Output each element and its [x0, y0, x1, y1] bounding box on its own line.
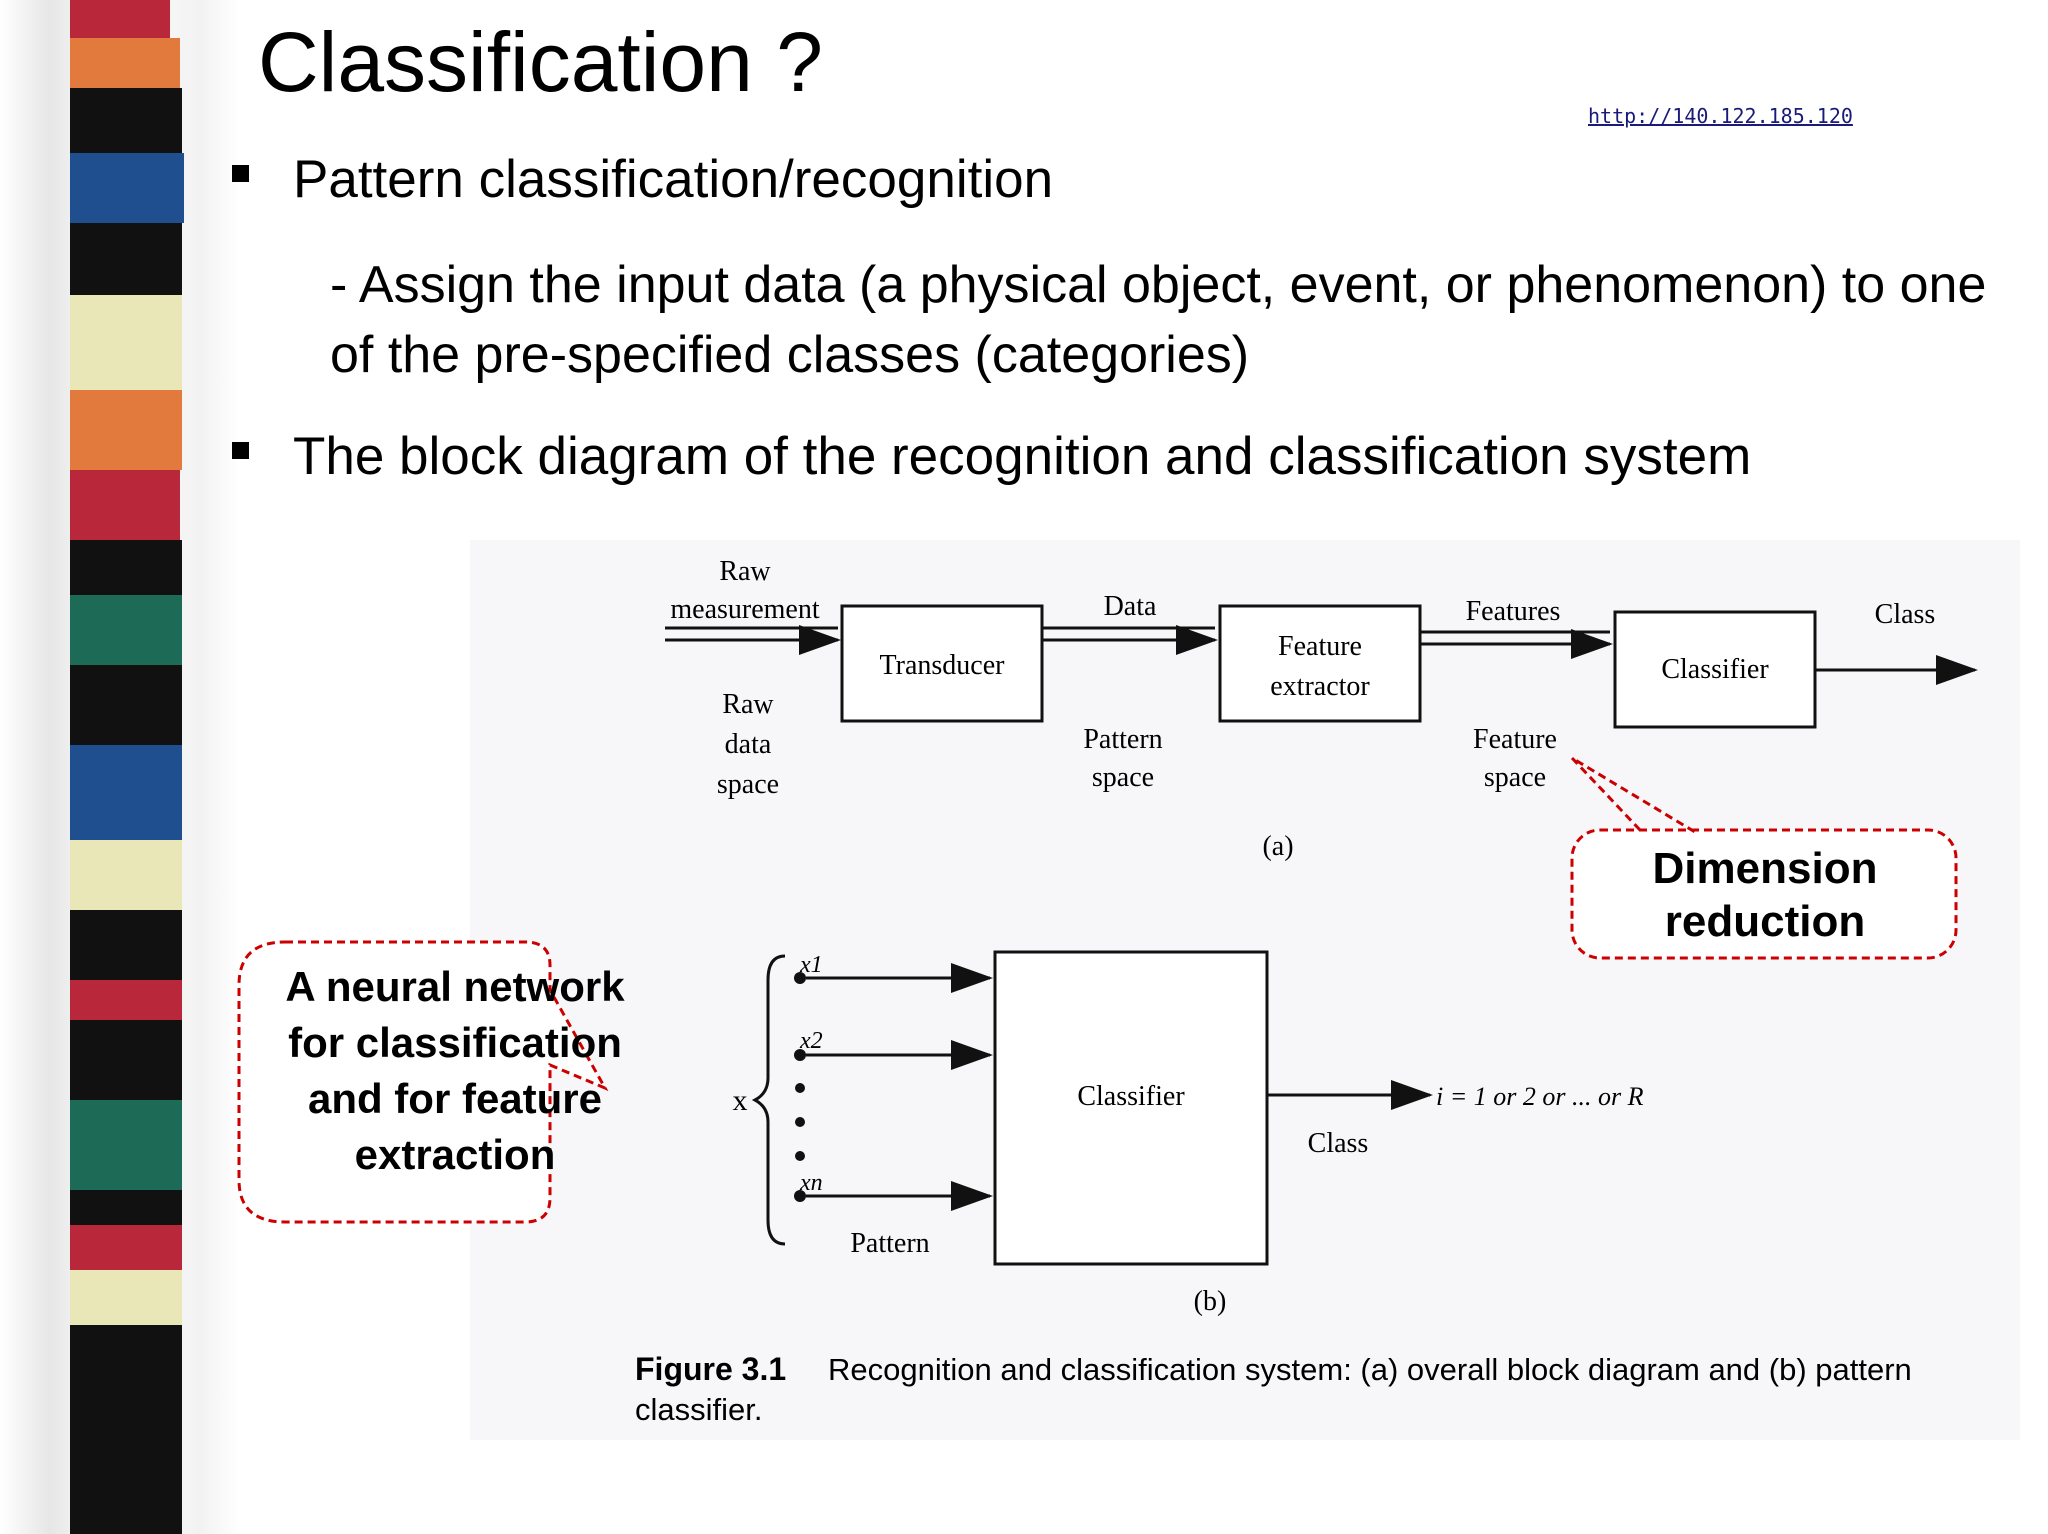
label-space-2: space — [1092, 762, 1154, 793]
bullet-icon — [232, 442, 249, 459]
slide-title: Classification ? — [258, 15, 823, 109]
figure-recognition-system: Raw measurement Transducer Data Feature … — [470, 540, 2020, 1440]
classifier-box-b — [993, 950, 1269, 1266]
label-raw-2: Raw — [722, 689, 774, 720]
decorative-stripe — [70, 0, 185, 1534]
callout-text-dimension: Dimension — [1653, 844, 1878, 893]
caption-b: (b) — [1194, 1286, 1227, 1317]
figure-caption-text: Recognition and classification system: (… — [828, 1352, 1912, 1387]
label-feature-2: Feature — [1473, 724, 1557, 755]
label-space-3: space — [1484, 762, 1546, 793]
callout-text-reduction: reduction — [1665, 897, 1865, 946]
label-x2: x2 — [799, 1028, 823, 1054]
callout-dimension-reduction: Dimension reduction — [1570, 756, 1958, 960]
label-x-vector: x — [733, 1084, 748, 1117]
label-x1: x1 — [799, 952, 823, 978]
bullet-icon — [232, 165, 249, 182]
label-classifier-b: Classifier — [1077, 1081, 1185, 1112]
callout-neural-network: A neural network for classification and … — [237, 940, 625, 1224]
label-pattern-b: Pattern — [850, 1228, 929, 1259]
diagram-a: Raw measurement Transducer Data Feature … — [665, 556, 1978, 862]
figure-caption-label: Figure 3.1 — [635, 1351, 786, 1387]
label-classifier: Classifier — [1661, 654, 1769, 685]
caption-a: (a) — [1262, 831, 1293, 862]
label-features: Features — [1466, 596, 1561, 627]
diagram-b: x x1 x2 xn Classifier i = 1 or 2 or ... … — [733, 950, 1644, 1317]
callout-text-nn-4: extraction — [355, 1131, 556, 1178]
classifier-box — [1613, 610, 1817, 729]
label-class-b: Class — [1308, 1128, 1369, 1159]
label-extractor: extractor — [1270, 671, 1370, 702]
label-transducer: Transducer — [880, 650, 1006, 681]
bullet-pattern-classification: Pattern classification/recognition — [293, 150, 1054, 209]
sub-item-description: - Assign the input data (a physical obje… — [330, 256, 1987, 384]
label-space-1: space — [717, 769, 779, 800]
figure-caption-text-2: classifier. — [635, 1392, 762, 1427]
label-pattern: Pattern — [1083, 724, 1162, 755]
label-xn: xn — [799, 1170, 823, 1196]
label-data-2: data — [725, 729, 772, 760]
label-class: Class — [1875, 599, 1936, 630]
label-raw: Raw — [719, 556, 771, 587]
label-measurement: measurement — [670, 594, 819, 625]
label-data: Data — [1104, 591, 1157, 622]
callout-text-nn-3: and for feature — [308, 1075, 602, 1122]
callout-text-nn-1: A neural network — [285, 963, 625, 1010]
feature-extractor-box — [1218, 604, 1422, 723]
bullet-block-diagram: The block diagram of the recognition and… — [293, 427, 1752, 486]
transducer-box — [840, 604, 1044, 723]
callout-text-nn-2: for classification — [288, 1019, 622, 1066]
label-output: i = 1 or 2 or ... or R — [1436, 1082, 1644, 1111]
label-feature: Feature — [1278, 631, 1362, 662]
source-url-link[interactable]: http://140.122.185.120 — [1588, 104, 1853, 128]
